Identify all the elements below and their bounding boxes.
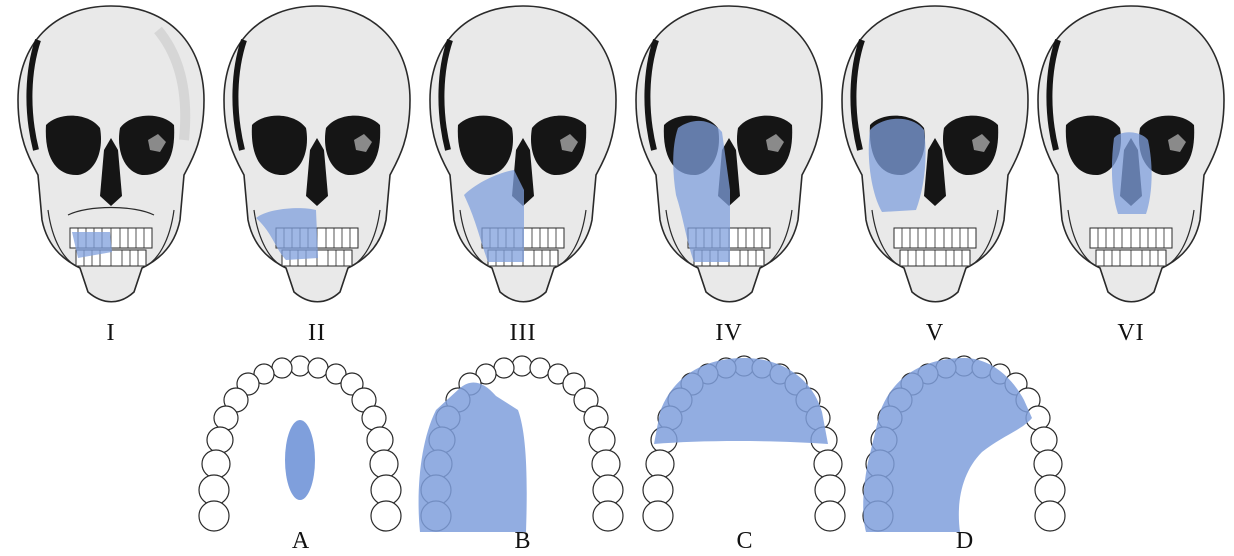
skull-panel-v xyxy=(832,0,1038,315)
skull-panel-ii xyxy=(214,0,420,315)
skull-panel-i xyxy=(8,0,214,315)
skull-panel-vi xyxy=(1028,0,1234,315)
palate-label-c: C xyxy=(632,528,857,555)
skull-label-vi: VI xyxy=(1028,320,1234,347)
defect-region xyxy=(869,119,926,212)
defect-region xyxy=(419,382,527,532)
palate-panel-d xyxy=(852,352,1077,534)
skull-panel-iv xyxy=(626,0,832,315)
defect-region xyxy=(863,358,1032,532)
skull-drawing xyxy=(18,6,204,302)
palate-panel-a xyxy=(188,352,413,534)
skull-label-iv: IV xyxy=(626,320,832,347)
palate-label-b: B xyxy=(410,528,635,555)
skull-label-i: I xyxy=(8,320,214,347)
palate-panel-c xyxy=(632,352,857,534)
palate-panel-b xyxy=(410,352,635,534)
skull-label-iii: III xyxy=(420,320,626,347)
skull-label-ii: II xyxy=(214,320,420,347)
defect-region xyxy=(654,358,828,444)
skull-panel-iii xyxy=(420,0,626,315)
palate-label-a: A xyxy=(188,528,413,555)
palate-label-d: D xyxy=(852,528,1077,555)
defect-region xyxy=(285,420,315,500)
skull-label-v: V xyxy=(832,320,1038,347)
defect-region xyxy=(1112,132,1152,214)
